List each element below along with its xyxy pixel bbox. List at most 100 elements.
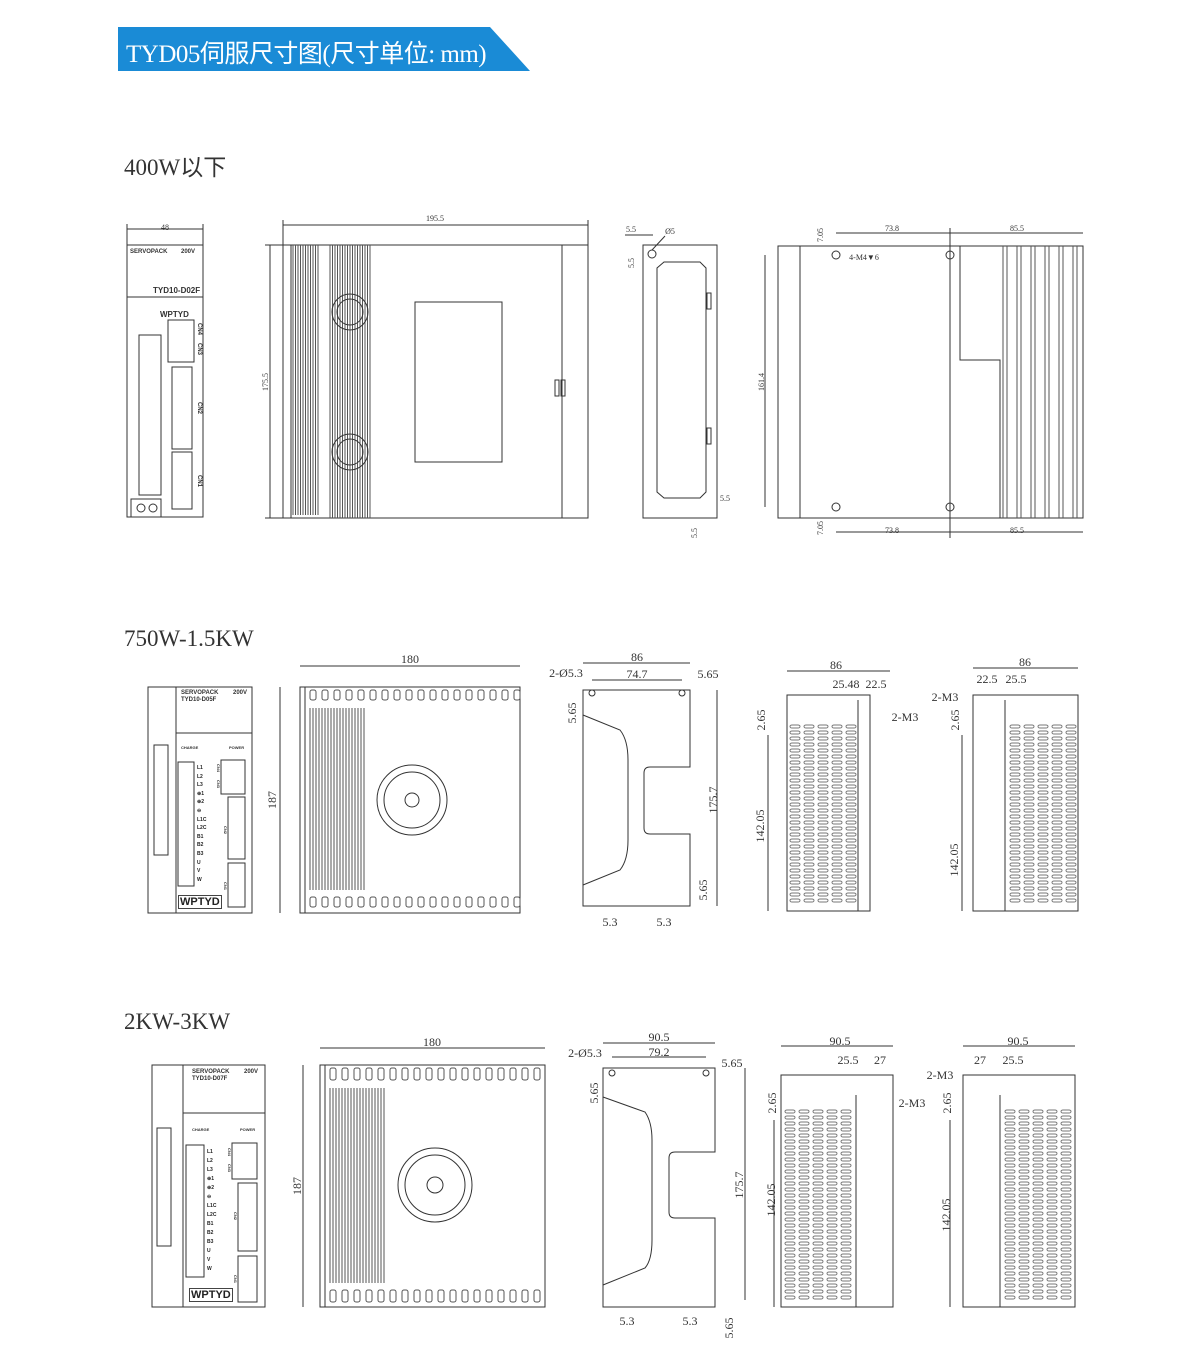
dim: 85.5 (1010, 526, 1024, 535)
vent-slot (840, 1139, 852, 1144)
vent-slot (798, 1229, 810, 1234)
dim: 5.5 (627, 258, 636, 268)
vent-slot (817, 766, 829, 771)
vent-slot (405, 689, 413, 701)
vent-slot (840, 1241, 852, 1246)
vent-slot (1009, 874, 1021, 879)
vent-slot (473, 1289, 481, 1303)
vent-slot (1065, 814, 1077, 819)
vent-slot (1037, 868, 1049, 873)
vent-slot (1032, 1205, 1044, 1210)
vent-slot (1009, 832, 1021, 837)
dim: 27 (874, 1053, 886, 1067)
vent-slot (1032, 1121, 1044, 1126)
vent-slot (789, 880, 801, 885)
vent-slot (812, 1223, 824, 1228)
vent-slot (1004, 1151, 1016, 1156)
vent-slot (425, 1289, 433, 1303)
vent-slot (1065, 826, 1077, 831)
series-label: SERVOPACK (130, 249, 168, 255)
vent-slot (1018, 1169, 1030, 1174)
vent-slot (798, 1223, 810, 1228)
vent-slot (1032, 1145, 1044, 1150)
vent-slot (784, 1121, 796, 1126)
vent-slot (831, 736, 843, 741)
vent-slot (1065, 790, 1077, 795)
vent-slot (831, 742, 843, 747)
vent-slot (812, 1169, 824, 1174)
vent-slot (1018, 1295, 1030, 1300)
vent-slot (784, 1289, 796, 1294)
vent-slot (826, 1127, 838, 1132)
vent-slot (831, 730, 843, 735)
dim-hole: Ø5 (665, 227, 675, 236)
vent-slot (831, 778, 843, 783)
vent-slot (1051, 820, 1063, 825)
vent-slot (803, 892, 815, 897)
vent-slot (798, 1235, 810, 1240)
dim: 5.5 (690, 528, 699, 538)
front-view-400w (126, 224, 204, 518)
vent-slot (784, 1151, 796, 1156)
vent-slot (845, 856, 857, 861)
vent-slot (1051, 814, 1063, 819)
vent-slot (321, 689, 329, 701)
vent-slot (840, 1157, 852, 1162)
vent-slot (840, 1271, 852, 1276)
vent-slot (1004, 1205, 1016, 1210)
vent-slot (369, 896, 377, 908)
vent-slot (533, 1067, 541, 1081)
dim: 2.65 (948, 709, 962, 731)
vent-slot (1018, 1283, 1030, 1288)
vent-slot (798, 1193, 810, 1198)
vent-slot (449, 1067, 457, 1081)
side-view-400w (265, 220, 589, 519)
vent-slot (845, 844, 857, 849)
vent-slot (1051, 832, 1063, 837)
vent-slot (1032, 1133, 1044, 1138)
vent-slot (817, 856, 829, 861)
vent-slot (1051, 772, 1063, 777)
vent-slot (1060, 1175, 1072, 1180)
vent-slot (817, 790, 829, 795)
vent-slot (845, 898, 857, 903)
vent-slot (1060, 1265, 1072, 1270)
vent-slot (1060, 1187, 1072, 1192)
vent-slot (413, 1067, 421, 1081)
terminal-label: L3 (207, 1167, 213, 1173)
vent-slot (798, 1127, 810, 1132)
vent-slot (1023, 736, 1035, 741)
vent-slot (812, 1259, 824, 1264)
vent-slot (1051, 760, 1063, 765)
vent-slot (784, 1109, 796, 1114)
vent-slot (1060, 1283, 1072, 1288)
vent-slot (381, 896, 389, 908)
vent-slot (831, 808, 843, 813)
vent-slot (405, 896, 413, 908)
vent-slot (1032, 1115, 1044, 1120)
vent-slot (1004, 1139, 1016, 1144)
dim: 142.05 (753, 809, 767, 843)
vent-slot (1065, 856, 1077, 861)
vent-slot (1018, 1121, 1030, 1126)
vent-slot (1046, 1121, 1058, 1126)
vent-slot (1004, 1229, 1016, 1234)
vent-slot (817, 730, 829, 735)
model-label: TYD10-D02F (153, 286, 201, 295)
vent-slot (1046, 1211, 1058, 1216)
vent-slot (1018, 1187, 1030, 1192)
vent-slot (798, 1121, 810, 1126)
vent-slot (840, 1115, 852, 1120)
vent-slot (1004, 1259, 1016, 1264)
vent-slot (1060, 1211, 1072, 1216)
vent-slot (1009, 754, 1021, 759)
vent-slot (803, 760, 815, 765)
vent-slot (1037, 748, 1049, 753)
vent-slot (1009, 820, 1021, 825)
vent-slot (1032, 1139, 1044, 1144)
vent-slot (798, 1205, 810, 1210)
vent-slot (1023, 892, 1035, 897)
vent-slot (831, 826, 843, 831)
vent-slot (1018, 1145, 1030, 1150)
